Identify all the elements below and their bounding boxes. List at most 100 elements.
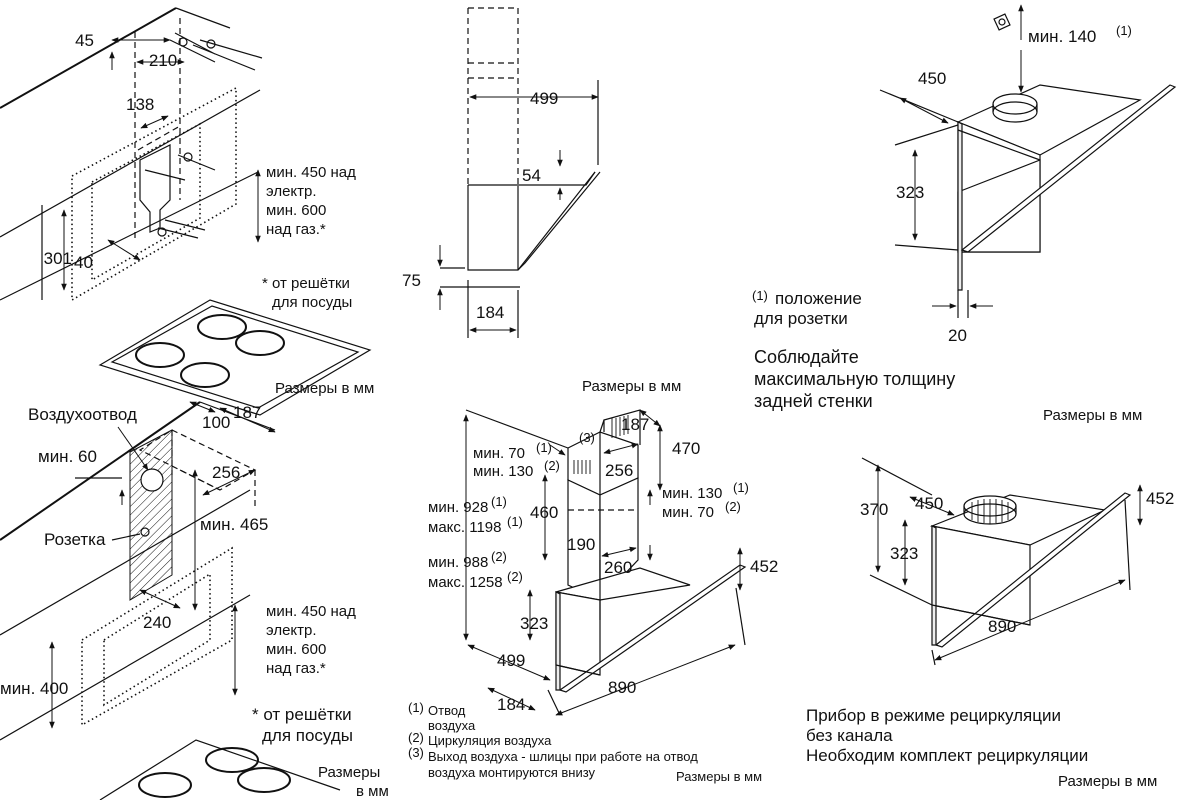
panel-wall-outlet: Воздухоотвод мин. 60 100 187 256 мин. 46…	[0, 401, 389, 800]
socket-note: положение	[775, 289, 862, 308]
dim-187: 187	[233, 403, 261, 422]
footnote-legend: (1) Отвод воздуха (2) Циркуляция воздуха…	[408, 700, 698, 780]
dim-450: 450	[918, 69, 946, 88]
units-caption: Размеры в мм	[582, 378, 681, 395]
dim-460: 460	[530, 503, 558, 522]
units-caption: в мм	[356, 783, 389, 800]
units-caption: Размеры в мм	[1043, 407, 1142, 424]
dim-370: 370	[860, 500, 888, 519]
dim-240: 240	[143, 613, 171, 632]
dim-187: 187	[621, 415, 649, 434]
recirc-caption: без канала	[806, 726, 893, 745]
dim-min465: мин. 465	[200, 515, 268, 534]
dim-190: 190	[567, 535, 595, 554]
legend-mark: (2)	[408, 730, 424, 745]
panel-side-view: 499 54 75 184 Размеры в мм	[402, 7, 681, 395]
dim-184: 184	[497, 695, 525, 714]
note-line: мин. 450 над	[266, 603, 356, 620]
dim-138: 138	[126, 95, 154, 114]
legend-mark: (3)	[408, 745, 424, 760]
min928-sup: (1)	[491, 494, 507, 509]
dim-min60: мин. 60	[38, 447, 97, 466]
grate-note: * от решётки	[262, 275, 350, 292]
units-caption: Размеры в мм	[1058, 773, 1157, 790]
advice-line: Соблюдайте	[754, 347, 859, 367]
dim-260: 260	[604, 558, 632, 577]
recirc-caption: Прибор в режиме рециркуляции	[806, 706, 1061, 725]
r-min130: мин. 130	[662, 485, 722, 502]
min130-sup: (2)	[544, 458, 560, 473]
dim-45: 45	[75, 31, 94, 50]
duct-label: Воздухоотвод	[28, 405, 137, 424]
min988: мин. 988	[428, 554, 488, 571]
advice-line: максимальную толщину	[754, 369, 955, 389]
note-line: над газ.*	[266, 660, 326, 677]
panel-top-right: 450 323 20 мин. 140 (1) (1) положение дл…	[752, 4, 1177, 424]
note-line: электр.	[266, 183, 317, 200]
legend-text: воздуха монтируются внизу	[428, 765, 596, 780]
dim-min400: мин. 400	[0, 679, 68, 698]
max1198: макс. 1198	[428, 519, 501, 536]
note-line: электр.	[266, 622, 317, 639]
max1198-sup: (1)	[507, 514, 523, 529]
legend-mark: (1)	[408, 700, 424, 715]
note-line: мин. 450 над	[266, 164, 356, 181]
min70-sup: (1)	[536, 440, 552, 455]
max1258: макс. 1258	[428, 574, 503, 591]
dim-323: 323	[896, 183, 924, 202]
legend-text: воздуха	[428, 718, 476, 733]
clearance-note: мин. 450 над электр. мин. 600 над газ.*	[266, 603, 356, 677]
legend-text: Отвод	[428, 703, 466, 718]
dim-890: 890	[608, 678, 636, 697]
dim-20: 20	[948, 326, 967, 345]
note-line: мин. 600	[266, 202, 326, 219]
min130: мин. 130	[473, 463, 533, 480]
grate-note: для посуды	[272, 294, 352, 311]
dim-452: 452	[1146, 489, 1174, 508]
grate-note: для посуды	[262, 726, 353, 745]
panel-wall-install: 45 210 138 301 40 мин. 450 над электр. м…	[0, 7, 374, 416]
note-sup: (1)	[752, 288, 768, 303]
dim-256: 256	[605, 461, 633, 480]
dim-100: 100	[202, 413, 230, 432]
max1258-sup: (2)	[507, 569, 523, 584]
note-line: над газ.*	[266, 221, 326, 238]
socket-label: Розетка	[44, 530, 106, 549]
units-caption: Размеры	[318, 764, 380, 781]
dim-54: 54	[522, 166, 541, 185]
r-min70: мин. 70	[662, 504, 714, 521]
r-min130-sup: (1)	[733, 480, 749, 495]
recirc-caption: Необходим комплект рециркуляции	[806, 746, 1088, 765]
advice-line: задней стенки	[754, 391, 873, 411]
panel-chimney: (3) 187 470 256 мин. 70 (1) мин. 130 (2)…	[408, 409, 778, 784]
dim-452: 452	[750, 557, 778, 576]
r-min70-sup: (2)	[725, 499, 741, 514]
socket-note: для розетки	[754, 309, 848, 328]
dim-470: 470	[672, 439, 700, 458]
socket-sup: (1)	[1116, 23, 1132, 38]
dim-40: 40	[74, 253, 93, 272]
dim-256: 256	[212, 463, 240, 482]
clearance-note: мин. 450 над электр. мин. 600 над газ.*	[266, 164, 356, 238]
grate-note: * от решётки	[252, 705, 352, 724]
dim-75: 75	[402, 271, 421, 290]
dim-184: 184	[476, 303, 504, 322]
dim-323: 323	[890, 544, 918, 563]
dim-450: 450	[915, 494, 943, 513]
dim-499: 499	[530, 89, 558, 108]
wall-screws	[144, 32, 263, 239]
note-line: мин. 600	[266, 641, 326, 658]
min988-sup: (2)	[491, 549, 507, 564]
min70: мин. 70	[473, 445, 525, 462]
panel-recirc: 370 450 323 452 890 Прибор в режиме реци…	[806, 457, 1174, 790]
dim-499: 499	[497, 651, 525, 670]
min928: мин. 928	[428, 499, 488, 516]
dim-210: 210	[149, 51, 177, 70]
units-caption: Размеры в мм	[676, 769, 762, 784]
units-caption: Размеры в мм	[275, 380, 374, 397]
dim-890: 890	[988, 617, 1016, 636]
dim-323: 323	[520, 614, 548, 633]
cooktop-top	[98, 299, 372, 416]
marker-3: (3)	[579, 430, 595, 445]
